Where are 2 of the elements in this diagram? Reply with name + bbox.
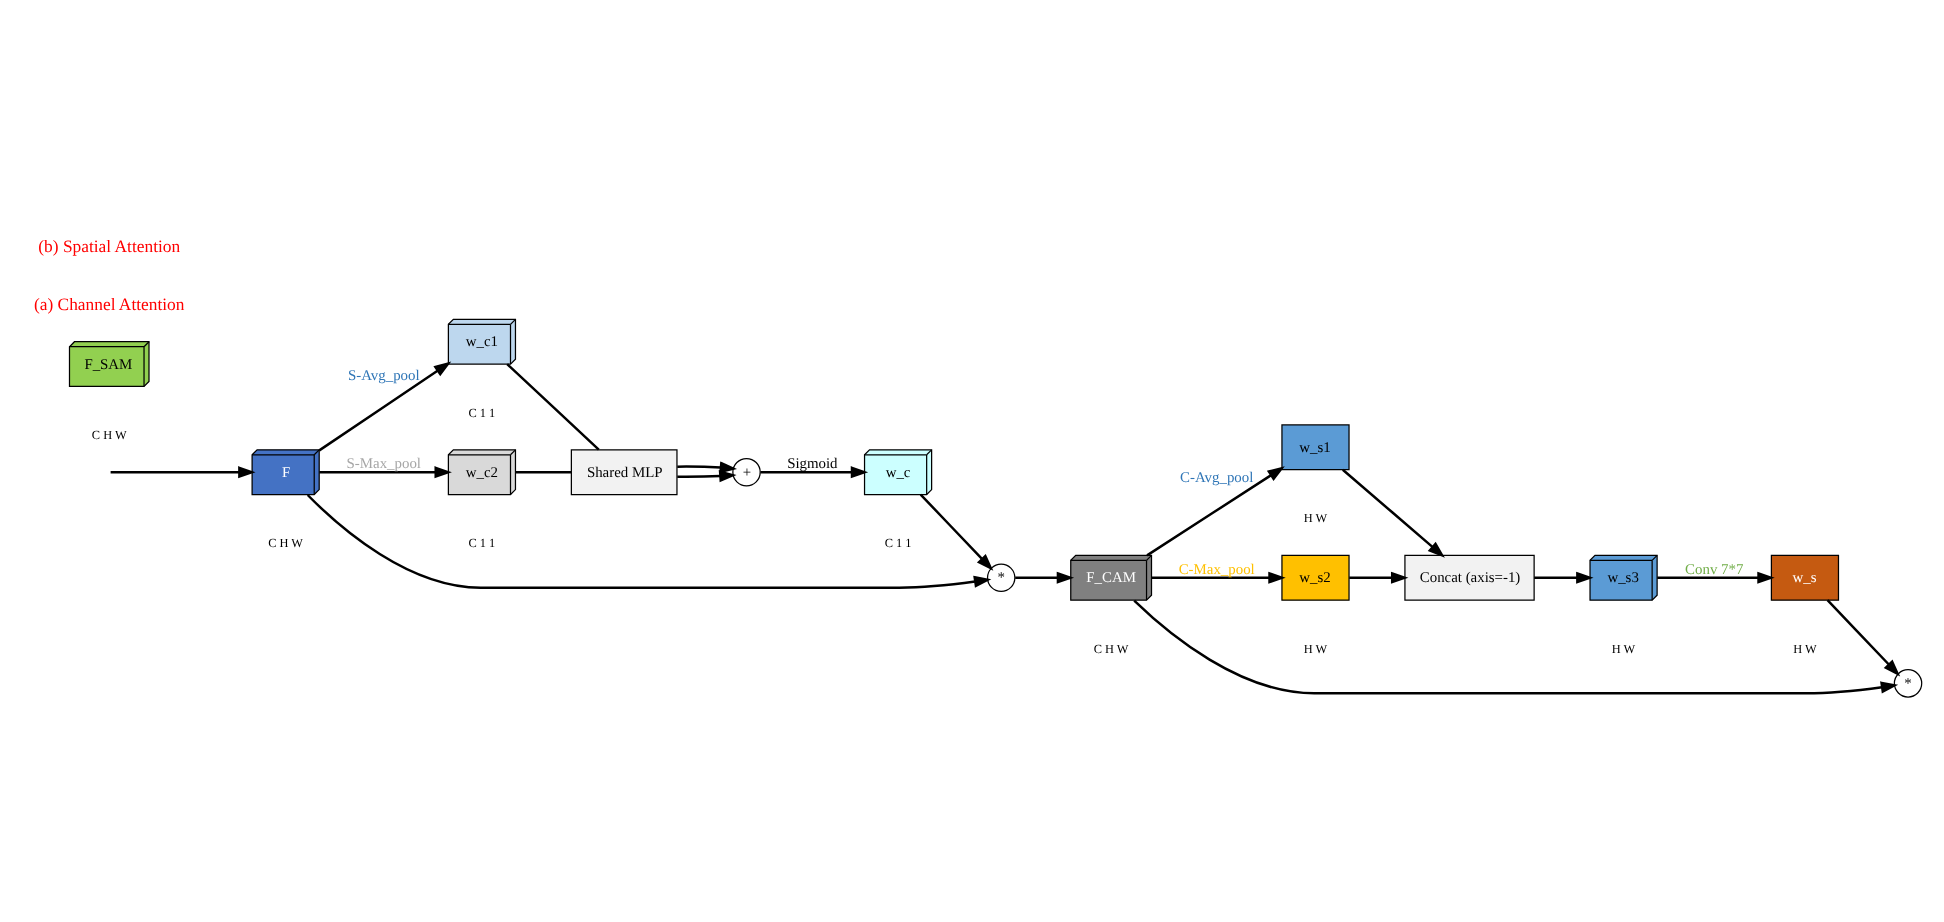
label: (b) Spatial Attention	[38, 235, 181, 256]
label: (a) Channel Attention	[33, 294, 185, 315]
